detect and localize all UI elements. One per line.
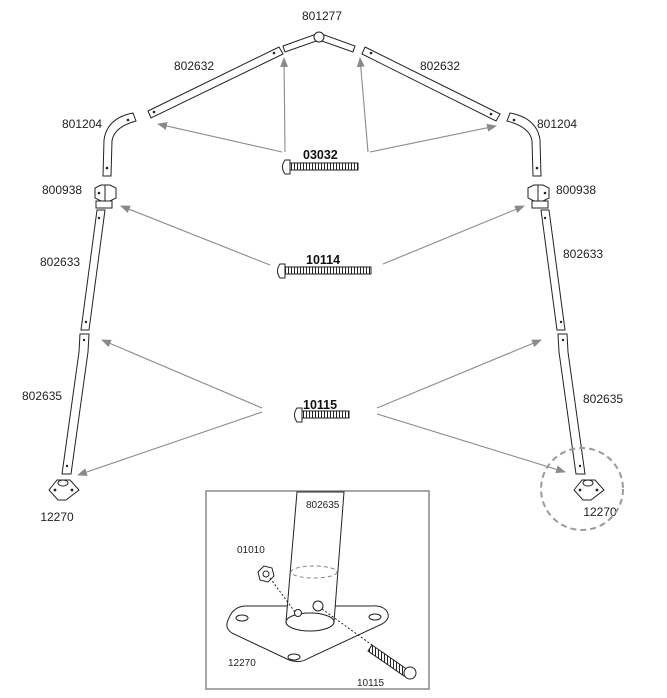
rafter-right-label: 802632 <box>420 59 460 73</box>
bracket-left-part <box>94 184 117 209</box>
detail-tube-label: 802635 <box>306 500 340 511</box>
detail-foot-label: 12270 <box>228 658 256 669</box>
bolt-10114 <box>277 263 372 279</box>
elbow-right-label: 801204 <box>537 117 577 131</box>
top-connector-label: 801277 <box>302 9 342 23</box>
arrows <box>77 57 566 476</box>
bolt-top-label: 03032 <box>303 148 338 162</box>
foot-right-part <box>573 479 605 501</box>
detail-inset <box>205 490 430 690</box>
bracket-left-label: 800938 <box>42 183 82 197</box>
bolt-middle-label: 10114 <box>306 253 340 267</box>
lower-leg-left-label: 802635 <box>22 389 62 403</box>
foot-right-label: 12270 <box>583 505 617 519</box>
lower-leg-left-part <box>61 333 90 475</box>
top-connector-part <box>282 31 356 53</box>
elbow-left-label: 801204 <box>62 117 102 131</box>
elbow-right-part <box>506 112 542 177</box>
bolt-10115 <box>294 407 350 423</box>
lower-leg-right-part <box>557 333 586 475</box>
elbow-left-part <box>102 112 137 177</box>
rafter-left-label: 802632 <box>174 59 214 73</box>
bracket-right-label: 800938 <box>556 183 596 197</box>
bracket-right-part <box>527 184 550 209</box>
foot-left-part <box>48 479 80 501</box>
callout-circle <box>540 447 624 531</box>
upper-leg-right-part <box>540 209 566 331</box>
rafter-left-part <box>147 46 284 119</box>
detail-bolt-label: 10115 <box>357 678 385 689</box>
bolt-bottom-label: 10115 <box>303 398 337 412</box>
upper-leg-left-part <box>80 209 106 331</box>
rafter-right-part <box>361 46 501 122</box>
lower-leg-right-label: 802635 <box>583 392 623 406</box>
bolt-03032 <box>282 159 359 175</box>
foot-left-label: 12270 <box>40 510 74 524</box>
detail-nut-label: 01010 <box>237 545 265 556</box>
upper-leg-left-label: 802633 <box>40 255 80 269</box>
upper-leg-right-label: 802633 <box>563 247 603 261</box>
